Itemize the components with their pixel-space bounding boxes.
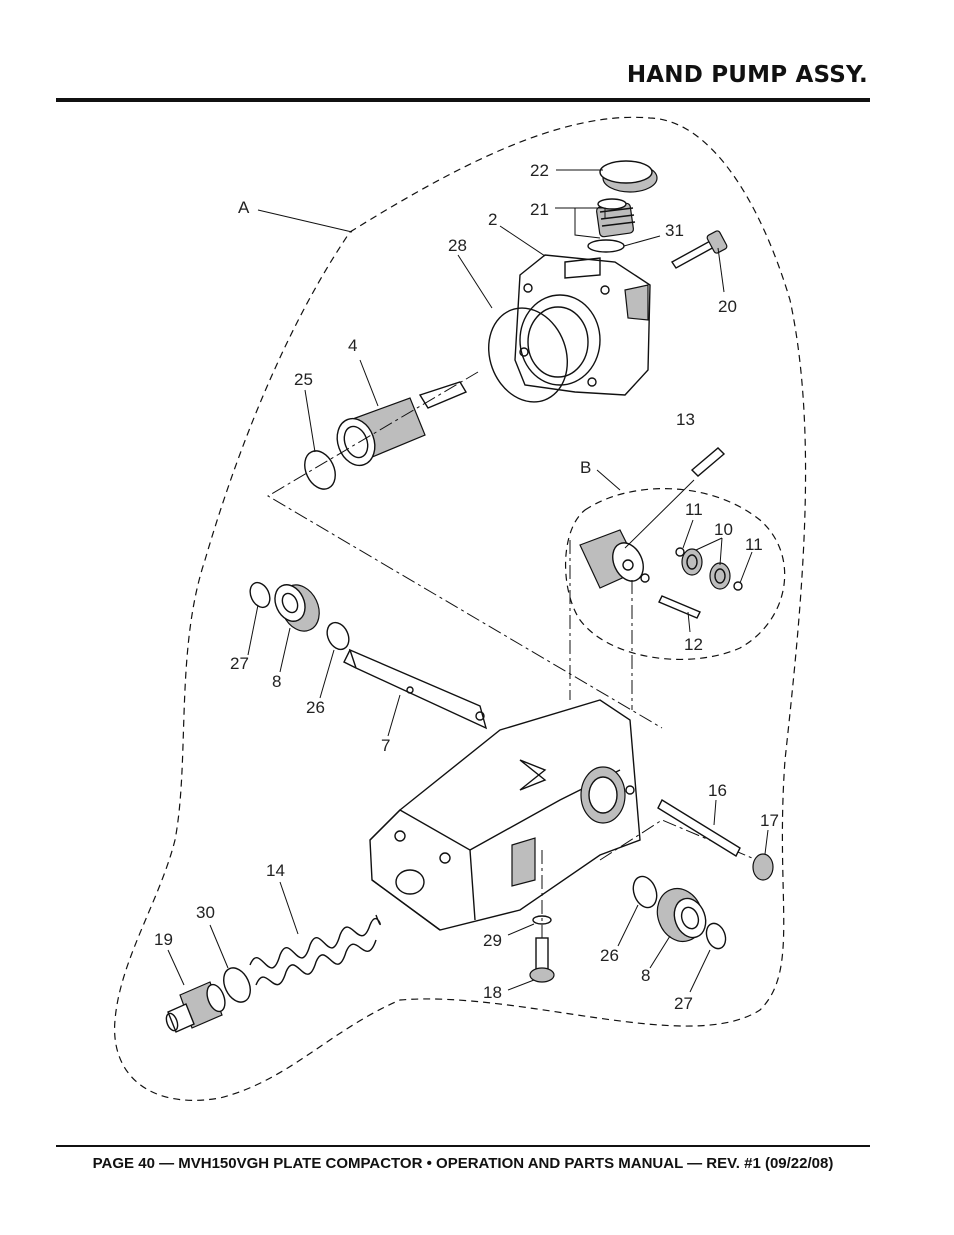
header-rule xyxy=(56,98,870,102)
part-30-o-ring xyxy=(223,967,251,1003)
callout-21: 21 xyxy=(530,200,549,219)
callout-19: 19 xyxy=(154,930,173,949)
part-27-o-ring-right xyxy=(705,922,727,950)
page-title: HAND PUMP ASSY. xyxy=(626,62,868,88)
callout-26-b: 26 xyxy=(600,946,619,965)
callout-7: 7 xyxy=(381,736,390,755)
pump-body xyxy=(369,699,641,931)
part-21-plug xyxy=(595,198,636,238)
callout-14: 14 xyxy=(266,861,285,880)
part-20-bolt xyxy=(670,230,728,269)
callout-2: 2 xyxy=(488,210,497,229)
part-26-o-ring-left xyxy=(326,621,350,651)
part-19-fitting xyxy=(165,981,226,1033)
part-8-check-valve-right xyxy=(656,887,707,943)
part-10-bearings xyxy=(681,548,731,590)
part-22-cap xyxy=(599,160,658,193)
callout-10: 10 xyxy=(714,520,733,539)
part-11-ball-2 xyxy=(733,581,743,591)
callout-30: 30 xyxy=(196,903,215,922)
callout-16: 16 xyxy=(708,781,727,800)
part-4-piston xyxy=(336,381,468,467)
assembly-a-outline xyxy=(114,116,807,1101)
part-13-pin xyxy=(690,447,726,477)
leader-lines xyxy=(167,169,769,993)
part-7-shaft xyxy=(343,648,488,730)
part-25-o-ring xyxy=(304,450,336,490)
callout-13: 13 xyxy=(676,410,695,429)
part-8-check-valve-left xyxy=(274,584,320,632)
callout-12: 12 xyxy=(684,635,703,654)
callout-27-b: 27 xyxy=(674,994,693,1013)
part-29-washer xyxy=(532,915,552,925)
callout-25: 25 xyxy=(294,370,313,389)
piston-axis-line xyxy=(267,371,663,729)
part-12-pin xyxy=(658,595,701,619)
callout-17: 17 xyxy=(760,811,779,830)
footer-rule xyxy=(56,1145,870,1147)
callout-22: 22 xyxy=(530,161,549,180)
callout-18: 18 xyxy=(483,983,502,1002)
part-17-plug xyxy=(752,853,774,881)
part-b-lever-eye xyxy=(579,529,650,589)
callout-a: A xyxy=(238,198,250,217)
callout-29: 29 xyxy=(483,931,502,950)
callout-27-a: 27 xyxy=(230,654,249,673)
part-18-screw xyxy=(529,937,555,983)
part-27-o-ring-left xyxy=(249,581,271,609)
callout-8-b: 8 xyxy=(641,966,650,985)
part-16-pin xyxy=(657,799,741,857)
callout-b: B xyxy=(580,458,591,477)
part-11-ball xyxy=(675,547,685,557)
callout-8-a: 8 xyxy=(272,672,281,691)
part-14-spring xyxy=(249,914,381,986)
callout-26-a: 26 xyxy=(306,698,325,717)
callout-11-b: 11 xyxy=(745,535,763,554)
page-footer: PAGE 40 — MVH150VGH PLATE COMPACTOR • OP… xyxy=(92,1155,834,1172)
callout-20: 20 xyxy=(718,297,737,316)
part-26-o-ring-right xyxy=(632,875,658,909)
callout-4: 4 xyxy=(348,336,357,355)
part-2-housing xyxy=(514,254,651,396)
part-28-o-ring xyxy=(487,307,569,403)
callout-31: 31 xyxy=(665,221,684,240)
callout-28: 28 xyxy=(448,236,467,255)
part-31-o-ring xyxy=(587,239,625,253)
callout-11-a: 11 xyxy=(685,500,703,519)
